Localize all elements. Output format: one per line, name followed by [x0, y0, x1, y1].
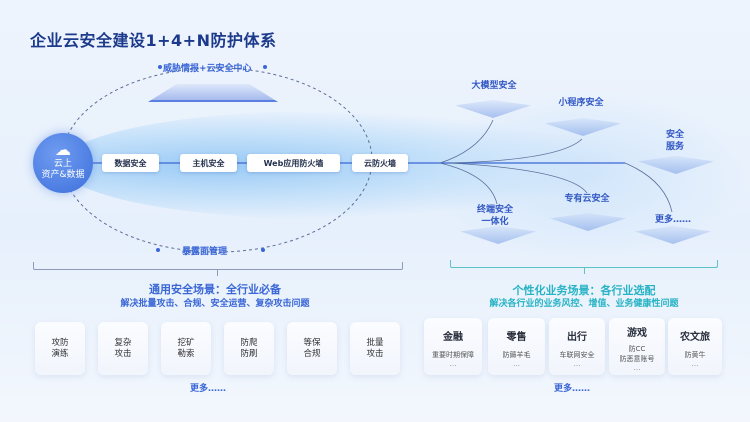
- card-name: 零售: [506, 332, 527, 343]
- industry-subheading: 解决各行业的业务风控、增值、业务健康性问题: [489, 299, 679, 309]
- node-service-line1: 安全: [665, 130, 684, 140]
- card-desc: 防CC: [628, 345, 646, 353]
- card-ellipsis: …: [449, 360, 457, 368]
- card-ellipsis: …: [691, 360, 699, 368]
- card-line1: 攻防: [51, 337, 69, 348]
- node-endpoint-label: 终端安全一体化: [470, 204, 520, 228]
- general-card: 防爬防刷: [224, 322, 274, 375]
- node-service-line2: 服务: [665, 142, 684, 152]
- pill-waf: Web应用防火墙: [247, 154, 340, 172]
- general-card: 批量攻击: [350, 322, 400, 375]
- card-line2: 勒索: [177, 348, 195, 359]
- industry-card-retail: 零售防薅羊毛…: [488, 318, 545, 375]
- card-line2: 攻击: [366, 348, 384, 359]
- industry-card-finance: 金融重要时期保障…: [424, 318, 482, 375]
- threat-intel-label: 威胁情报+云安全中心: [163, 64, 252, 74]
- general-more-link[interactable]: 更多……: [190, 384, 227, 394]
- node-endpoint-line2: 一体化: [481, 217, 509, 227]
- card-ellipsis: …: [633, 364, 641, 372]
- general-card: 复杂攻击: [98, 322, 148, 375]
- industry-heading: 个性化业务场景：各行业选配: [512, 284, 656, 297]
- cloud-assets-node: ☁ 云上 资产&数据: [33, 133, 93, 193]
- card-line2: 演练: [51, 348, 69, 359]
- industry-bracket-tick: [584, 268, 585, 274]
- general-heading: 通用安全场景：全行业必备: [149, 283, 281, 296]
- card-desc: 车联网安全: [559, 351, 595, 359]
- asset-label-2: 资产&数据: [41, 170, 85, 180]
- card-line1: 复杂: [114, 337, 132, 348]
- node-more-label: 更多……: [654, 215, 691, 225]
- card-name: 游戏: [627, 328, 647, 339]
- industry-more-link[interactable]: 更多……: [554, 384, 591, 394]
- card-line1: 挖矿: [177, 337, 195, 348]
- node-service-label: 安全服务: [655, 129, 695, 153]
- pill-cloud-firewall: 云防火墙: [352, 154, 408, 172]
- general-card: 挖矿勒索: [161, 322, 211, 375]
- general-bracket-tick: [217, 270, 218, 276]
- card-ellipsis: …: [573, 360, 581, 368]
- card-name: 农文旅: [680, 332, 710, 343]
- card-line2: 防刷: [240, 348, 258, 359]
- general-card: 攻防演练: [35, 322, 85, 375]
- general-card: 等保合规: [287, 322, 337, 375]
- card-name: 出行: [567, 332, 587, 343]
- industry-card-agritourism: 农文旅防黄牛…: [668, 318, 722, 375]
- card-line2: 攻击: [114, 348, 132, 359]
- card-ellipsis: …: [513, 360, 520, 368]
- card-desc: 重要时期保障: [432, 351, 474, 359]
- industry-card-gaming: 游戏防CC 防恶意账号…: [609, 318, 665, 375]
- industry-card-travel: 出行车联网安全…: [549, 318, 605, 375]
- node-endpoint-line1: 终端安全: [476, 205, 513, 215]
- general-subheading: 解决批量攻击、合规、安全运营、复杂攻击问题: [120, 299, 310, 309]
- card-name: 金融: [443, 332, 463, 343]
- node-private-cloud-label: 专有云安全: [564, 194, 610, 204]
- node-llm-label: 大模型安全: [471, 81, 517, 91]
- platform-layer: [148, 84, 278, 102]
- pill-data-security: 数据安全: [102, 154, 159, 172]
- card-desc: 防薅羊毛: [502, 351, 531, 359]
- node-miniprogram-label: 小程序安全: [558, 98, 604, 108]
- general-bracket: [33, 262, 403, 270]
- exposure-mgmt-label: 暴露面管理: [182, 247, 228, 257]
- card-line1: 防爬: [240, 337, 258, 348]
- card-line1: 等保: [303, 337, 321, 348]
- pill-host-security: 主机安全: [180, 154, 237, 172]
- card-desc: 防黄牛: [684, 351, 706, 359]
- card-line1: 批量: [366, 337, 384, 348]
- cloud-shield-icon: ☁: [55, 140, 71, 159]
- page-title: 企业云安全建设1+4+N防护体系: [30, 31, 277, 50]
- industry-bracket: [450, 260, 718, 268]
- card-desc-2: 防恶意账号: [619, 355, 655, 363]
- card-line2: 合规: [303, 348, 321, 359]
- asset-label-1: 云上: [53, 159, 72, 169]
